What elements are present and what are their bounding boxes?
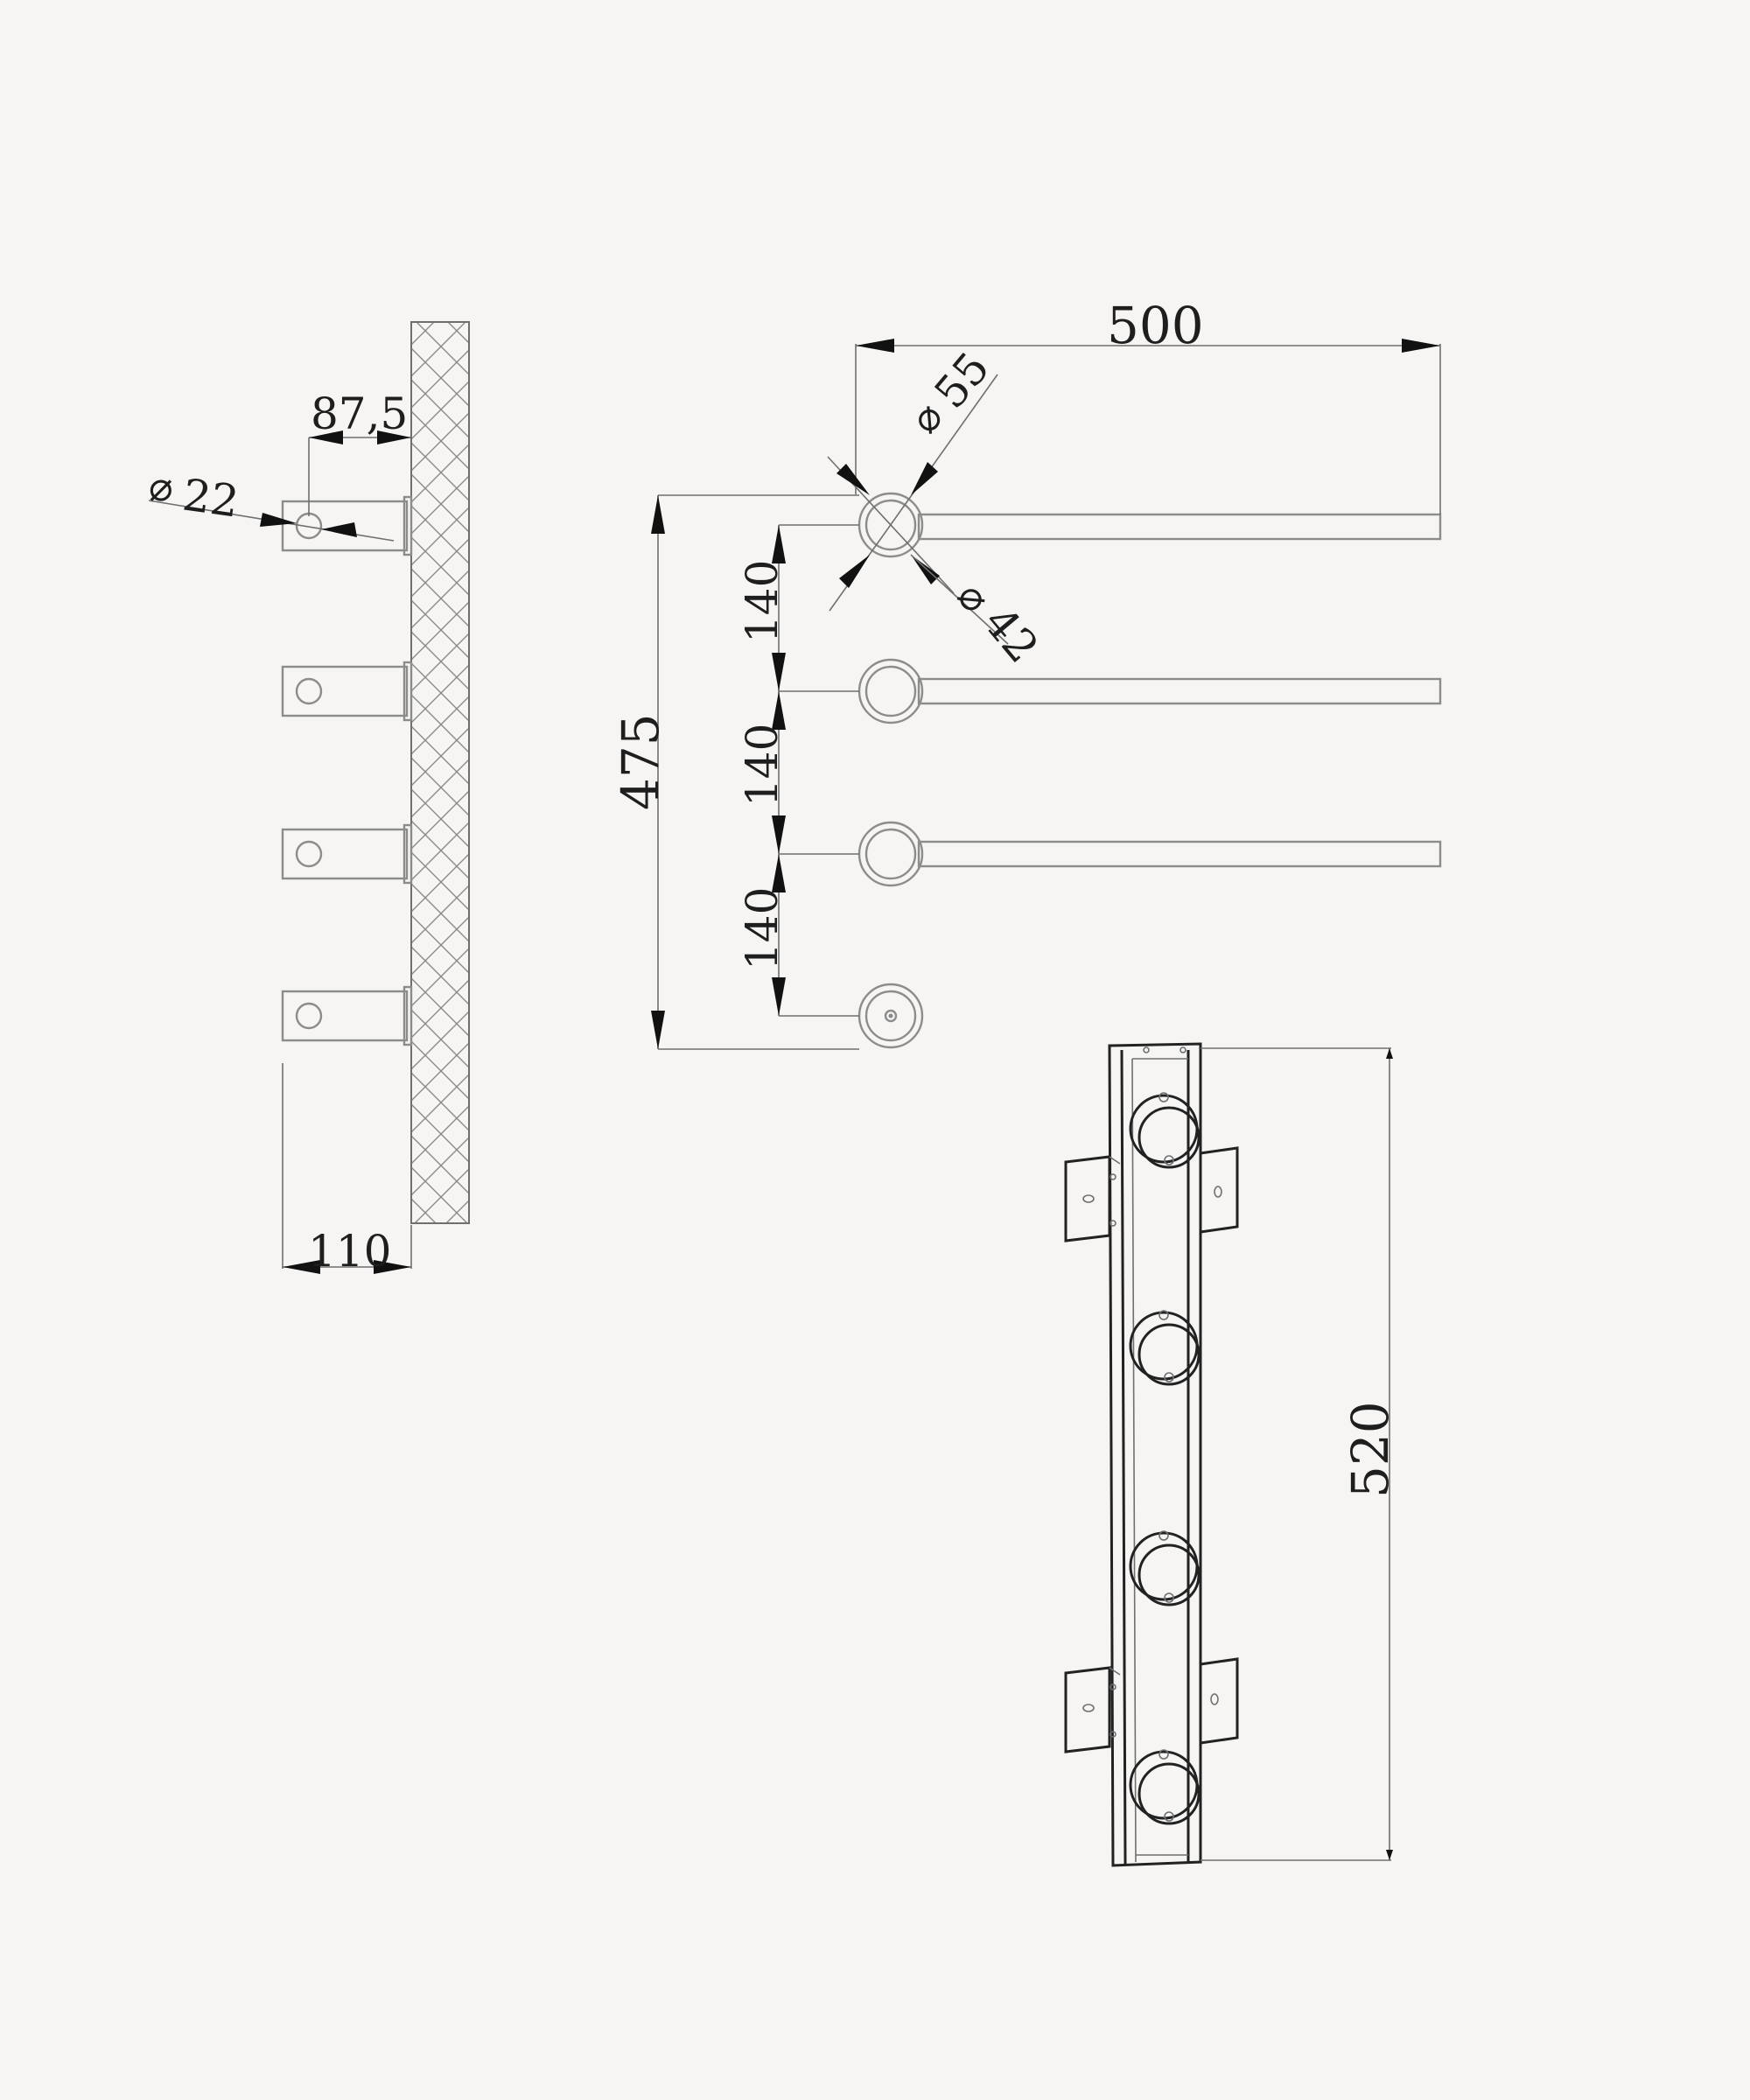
dim-bracket-height-label: 520 xyxy=(1340,1401,1400,1498)
front-view: 500 ⌀ 55 ⌀ 42 475 xyxy=(611,296,1442,1050)
side-arm xyxy=(281,661,413,722)
rail-hub xyxy=(1129,1530,1200,1606)
side-arm xyxy=(281,495,413,556)
dim-spacing-1-label: 140 xyxy=(737,560,788,643)
dimension-bracket-height: 520 xyxy=(1200,1047,1400,1861)
wall-bracket xyxy=(1064,1155,1121,1242)
wall-hatch xyxy=(410,321,470,1224)
diameter-symbol: ⌀ xyxy=(149,463,173,510)
rail-3 xyxy=(858,821,1442,887)
dim-width-label: 110 xyxy=(308,1226,391,1277)
dim-total-height-label: 475 xyxy=(611,713,670,810)
dim-spacing-2-label: 140 xyxy=(737,724,788,807)
dimension-diameter-22: ⌀ 22 xyxy=(148,463,395,542)
back-view: 520 xyxy=(1064,1042,1400,1867)
dimension-diameter-55: ⌀ 55 xyxy=(827,343,999,612)
dim-inner-diameter-label: 42 xyxy=(974,597,1048,672)
rail-hub xyxy=(1129,1749,1200,1825)
rail-1 xyxy=(858,492,1442,558)
side-arm xyxy=(281,823,413,885)
side-arm xyxy=(281,985,413,1046)
dim-outer-diameter-label: 55 xyxy=(925,343,999,418)
mounting-bar xyxy=(1108,1042,1202,1867)
wall-bracket xyxy=(1199,1146,1239,1234)
rail-2 xyxy=(858,658,1442,724)
dim-depth-label: 87,5 xyxy=(311,388,408,439)
dimension-total-height: 475 xyxy=(611,494,859,1050)
dimension-width: 110 xyxy=(282,1063,412,1277)
dimension-length: 500 xyxy=(855,296,1441,514)
wall-bracket xyxy=(1199,1657,1239,1745)
wall-bracket xyxy=(1064,1666,1121,1754)
dimension-spacing: 140 140 140 xyxy=(737,524,859,1017)
control-knob xyxy=(858,983,924,1049)
rail-hub xyxy=(1129,1310,1200,1386)
dim-length-label: 500 xyxy=(1107,296,1204,355)
side-view: 87,5 ⌀ 22 110 xyxy=(148,321,470,1277)
dimension-depth: 87,5 xyxy=(308,388,411,516)
dim-spacing-3-label: 140 xyxy=(737,887,788,970)
rail-hub xyxy=(1129,1092,1200,1169)
dim-diameter-label: 22 xyxy=(179,469,242,527)
